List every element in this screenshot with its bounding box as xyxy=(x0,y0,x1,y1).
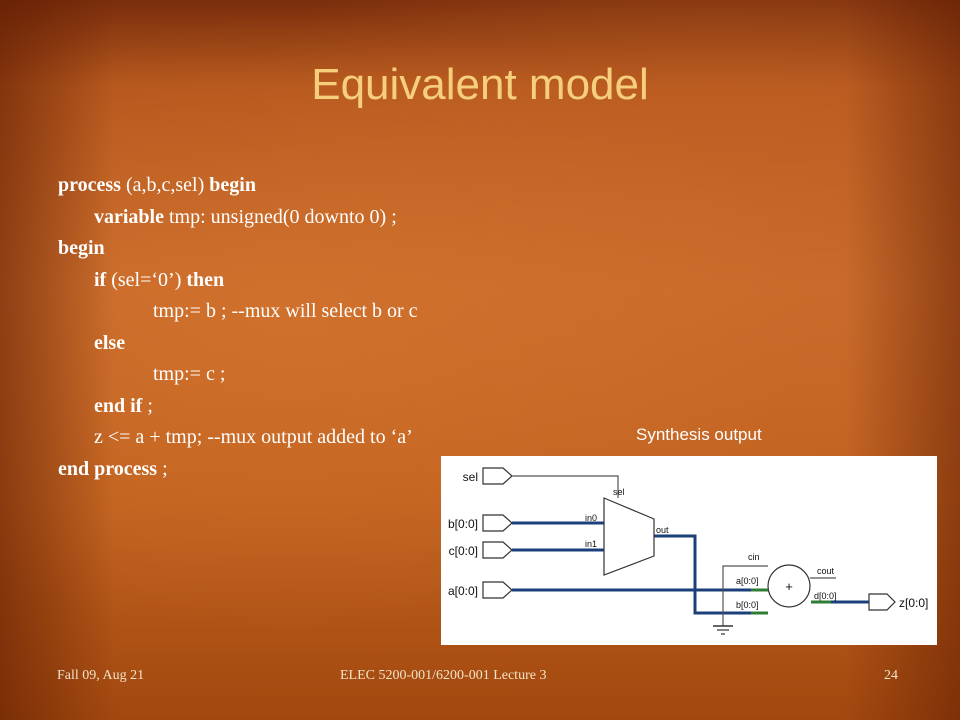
keyword-process: process xyxy=(58,174,121,196)
footer-course: ELEC 5200-001/6200-001 Lecture 3 xyxy=(340,668,547,683)
port-c-symbol xyxy=(482,541,513,559)
keyword-else: else xyxy=(94,331,126,354)
footer-date: Fall 09, Aug 21 xyxy=(57,668,145,683)
schematic-svg: sel b[0:0] c[0:0] a[0:0] sel in0 in1 out… xyxy=(448,467,928,635)
adder-symbol xyxy=(767,564,811,608)
cin-wire xyxy=(722,565,768,626)
code-text: tmp:= b ; --mux will select b or c xyxy=(153,300,418,322)
adder-plus-sign: + xyxy=(785,579,793,594)
code-line-10: end process ; xyxy=(58,454,618,486)
synthesis-output-label: Synthesis output xyxy=(636,425,762,444)
code-line-5: tmp:= b ; --mux will select b or c xyxy=(58,296,618,328)
keyword-then: then xyxy=(186,268,225,291)
keyword-end-process: end process xyxy=(58,457,158,480)
port-c-label: c[0:0] xyxy=(449,544,478,558)
port-b-symbol xyxy=(482,514,513,532)
keyword-end-if: end if xyxy=(94,394,143,417)
port-sel-label: sel xyxy=(463,470,478,484)
code-text: (a,b,c,sel) xyxy=(120,174,210,196)
code-line-3: begin xyxy=(58,233,618,265)
mux-in1-pin: in1 xyxy=(585,539,597,549)
code-text: ; xyxy=(157,457,168,480)
adder-cin-pin: cin xyxy=(748,552,760,562)
sel-wire xyxy=(512,475,619,498)
code-text: z <= a + tmp; --mux output added to ‘a’ xyxy=(94,426,413,448)
port-z-label: z[0:0] xyxy=(899,596,928,610)
keyword-begin: begin xyxy=(58,237,105,259)
adder-d-pin: d[0:0] xyxy=(814,591,837,601)
code-line-7: tmp:= c ; xyxy=(58,359,618,391)
keyword-begin: begin xyxy=(209,174,256,196)
mux-in0-pin: in0 xyxy=(585,513,597,523)
code-line-4: if (sel=‘0’) then xyxy=(58,265,618,297)
code-line-6: else xyxy=(58,328,618,360)
mux-out-pin: out xyxy=(656,525,669,535)
code-text: ; xyxy=(142,394,153,417)
code-line-8: end if ; xyxy=(58,391,618,423)
code-line-9: z <= a + tmp; --mux output added to ‘a’ xyxy=(58,422,618,454)
footer-page-number: 24 xyxy=(884,668,898,683)
code-text: tmp:= c ; xyxy=(153,363,226,385)
vhdl-code-block: process (a,b,c,sel) begin variable tmp: … xyxy=(58,170,618,485)
code-text: tmp: unsigned(0 downto 0) ; xyxy=(164,205,397,228)
port-a-symbol xyxy=(482,581,513,599)
synthesis-schematic: sel b[0:0] c[0:0] a[0:0] sel in0 in1 out… xyxy=(441,456,937,645)
slide-title: Equivalent model xyxy=(311,60,649,109)
port-b-label: b[0:0] xyxy=(448,517,478,531)
code-line-1: process (a,b,c,sel) begin xyxy=(58,170,618,202)
adder-cout-pin: cout xyxy=(817,566,835,576)
code-text: (sel=‘0’) xyxy=(106,268,187,291)
adder-a-pin: a[0:0] xyxy=(736,576,759,586)
port-z-symbol xyxy=(868,593,896,611)
mux-sel-pin: sel xyxy=(613,487,625,497)
keyword-if: if xyxy=(94,268,107,291)
port-a-label: a[0:0] xyxy=(448,584,478,598)
port-sel-symbol xyxy=(482,467,513,485)
code-line-2: variable tmp: unsigned(0 downto 0) ; xyxy=(58,202,618,234)
adder-b-pin: b[0:0] xyxy=(736,600,759,610)
mux-symbol xyxy=(603,497,655,576)
keyword-variable: variable xyxy=(94,205,164,228)
